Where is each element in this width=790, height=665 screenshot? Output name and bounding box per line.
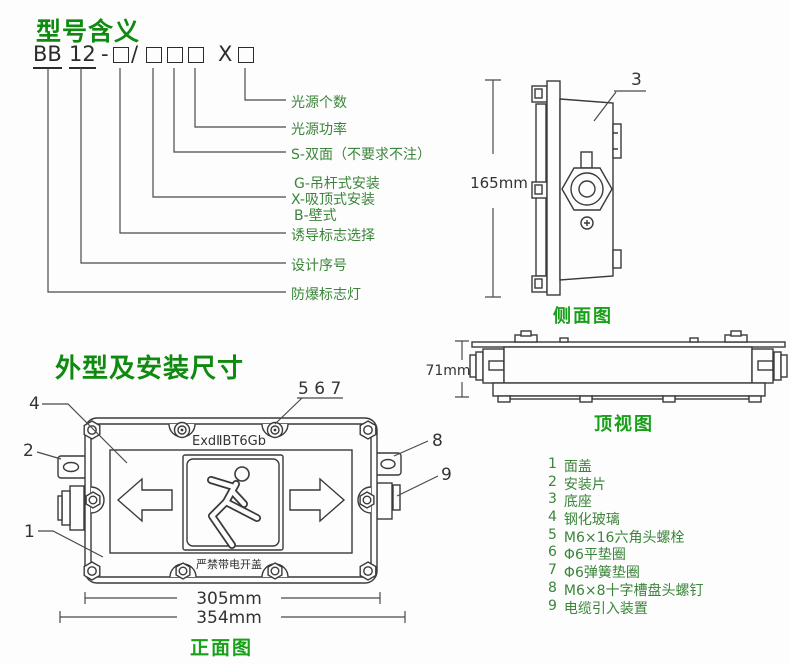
dim-screw-span: 305mm — [196, 589, 262, 609]
side-view-height-dim: 165mm — [470, 174, 528, 192]
running-man-icon — [207, 466, 261, 549]
part-name: M6×16六角头螺栓 — [563, 529, 685, 546]
front-view-caption: 正面图 — [190, 637, 254, 659]
ref-base-label: 3 — [631, 70, 642, 90]
exproof-marking: ExdⅡBT6Gb — [192, 434, 266, 449]
dim-overall: 354mm — [196, 608, 262, 628]
ref-glass-label: 4 — [29, 394, 40, 414]
front-view-attachments — [57, 452, 402, 531]
glass-window — [109, 449, 353, 554]
model-code-series: 12 — [69, 42, 96, 69]
parts-item-3: 3 底座 — [548, 491, 704, 511]
top-view-height-dim: 71mm — [425, 363, 470, 379]
model-leader-lines — [47, 68, 286, 293]
front-view-refs: 4 5 6 7 2 8 9 1 — [23, 379, 452, 558]
part-num: 6 — [548, 544, 557, 561]
mounting-tab-right — [374, 452, 402, 476]
parts-item-2: 2 安装片 — [548, 473, 704, 493]
front-view-drawing: ExdⅡBT6Gb — [23, 379, 452, 628]
model-code-slash: / — [131, 42, 139, 66]
parts-item-1: 1 面盖 — [548, 456, 704, 475]
part-name: 钢化玻璃 — [563, 512, 620, 529]
top-view-device — [469, 330, 788, 403]
part-num: 7 — [548, 562, 557, 579]
model-code-x: X — [218, 42, 233, 66]
side-view-ref-3: 3 — [593, 70, 646, 122]
part-name: M6×8十字槽盘头螺钉 — [563, 582, 704, 599]
model-label-rod-mount: G-吊杆式安装 — [294, 176, 380, 192]
model-code-box-3 — [167, 47, 183, 63]
side-view-drawing: 165mm 3 — [470, 70, 646, 298]
part-name: 面盖 — [563, 459, 592, 475]
side-view-dimension: 165mm — [470, 79, 528, 298]
model-label-light-power: 光源功率 — [291, 122, 347, 138]
ref-screws-label: 5 6 7 — [298, 379, 341, 399]
cable-gland-left — [69, 485, 85, 531]
parts-item-8: 8 M6×8十字槽盘头螺钉 — [548, 579, 704, 599]
top-view-drawing: 71mm — [425, 330, 788, 403]
part-num: 4 — [548, 509, 557, 526]
parts-item-4: 4 钢化玻璃 — [548, 509, 704, 529]
ref-cover-label: 1 — [24, 522, 35, 542]
model-label-light-count: 光源个数 — [291, 95, 347, 111]
model-code-line: BB 12 - / X — [0, 42, 300, 69]
part-name: 底座 — [563, 494, 592, 511]
model-label-wall-mount: B-壁式 — [294, 208, 337, 224]
part-num: 5 — [548, 526, 557, 543]
model-label-design-serial: 设计序号 — [291, 258, 347, 274]
front-view-dimensions: 305mm 354mm — [59, 589, 406, 628]
arrow-right — [289, 477, 346, 523]
model-label-exproof-lamp: 防爆标志灯 — [291, 287, 361, 303]
model-code-dash: - — [101, 42, 109, 66]
model-code-box-1 — [113, 47, 129, 63]
mounting-tab-left — [57, 455, 88, 479]
dimensions-section-title: 外型及安装尺寸 — [55, 354, 245, 384]
arrow-left — [116, 477, 173, 523]
cable-gland-right — [376, 482, 393, 520]
part-name: Φ6弹簧垫圈 — [563, 565, 640, 582]
side-view-device — [531, 80, 622, 296]
top-view-dimension: 71mm — [425, 340, 471, 398]
part-name: Φ6平垫圈 — [563, 547, 626, 564]
model-section-title: 型号含义 — [36, 17, 141, 46]
ref-tab-left-label: 2 — [23, 441, 34, 461]
model-code-brand: BB — [33, 42, 62, 69]
part-num: 3 — [548, 491, 557, 508]
model-code-box-2 — [146, 47, 162, 63]
model-label-sign-select: 诱导标志选择 — [291, 228, 375, 244]
parts-item-6: 6 Φ6平垫圈 — [548, 544, 704, 564]
model-code-box-4 — [188, 47, 204, 63]
side-view-caption: 侧面图 — [553, 306, 613, 327]
front-view-screws — [83, 420, 377, 581]
part-name: 安装片 — [563, 476, 606, 493]
part-num: 2 — [548, 473, 557, 490]
front-view-sign — [109, 449, 353, 554]
part-num: 1 — [548, 456, 557, 472]
part-name: 电缆引入装置 — [563, 600, 648, 617]
parts-item-9: 9 电缆引入装置 — [548, 597, 704, 617]
model-label-ceiling-mount: X-吸顶式安装 — [291, 192, 375, 208]
part-num: 8 — [548, 579, 557, 596]
model-label-double-face: S-双面（不要求不注） — [291, 147, 431, 163]
ref-tab-right-label: 8 — [432, 431, 443, 451]
warning-text: 严禁带电开盖 — [196, 557, 262, 571]
model-code-box-5 — [238, 47, 254, 63]
ref-cable-gland-label: 9 — [441, 465, 452, 485]
part-num: 9 — [548, 597, 557, 614]
parts-item-5: 5 M6×16六角头螺栓 — [548, 526, 704, 546]
parts-item-7: 7 Φ6弹簧垫圈 — [548, 562, 704, 582]
top-view-caption: 顶视图 — [594, 414, 654, 435]
